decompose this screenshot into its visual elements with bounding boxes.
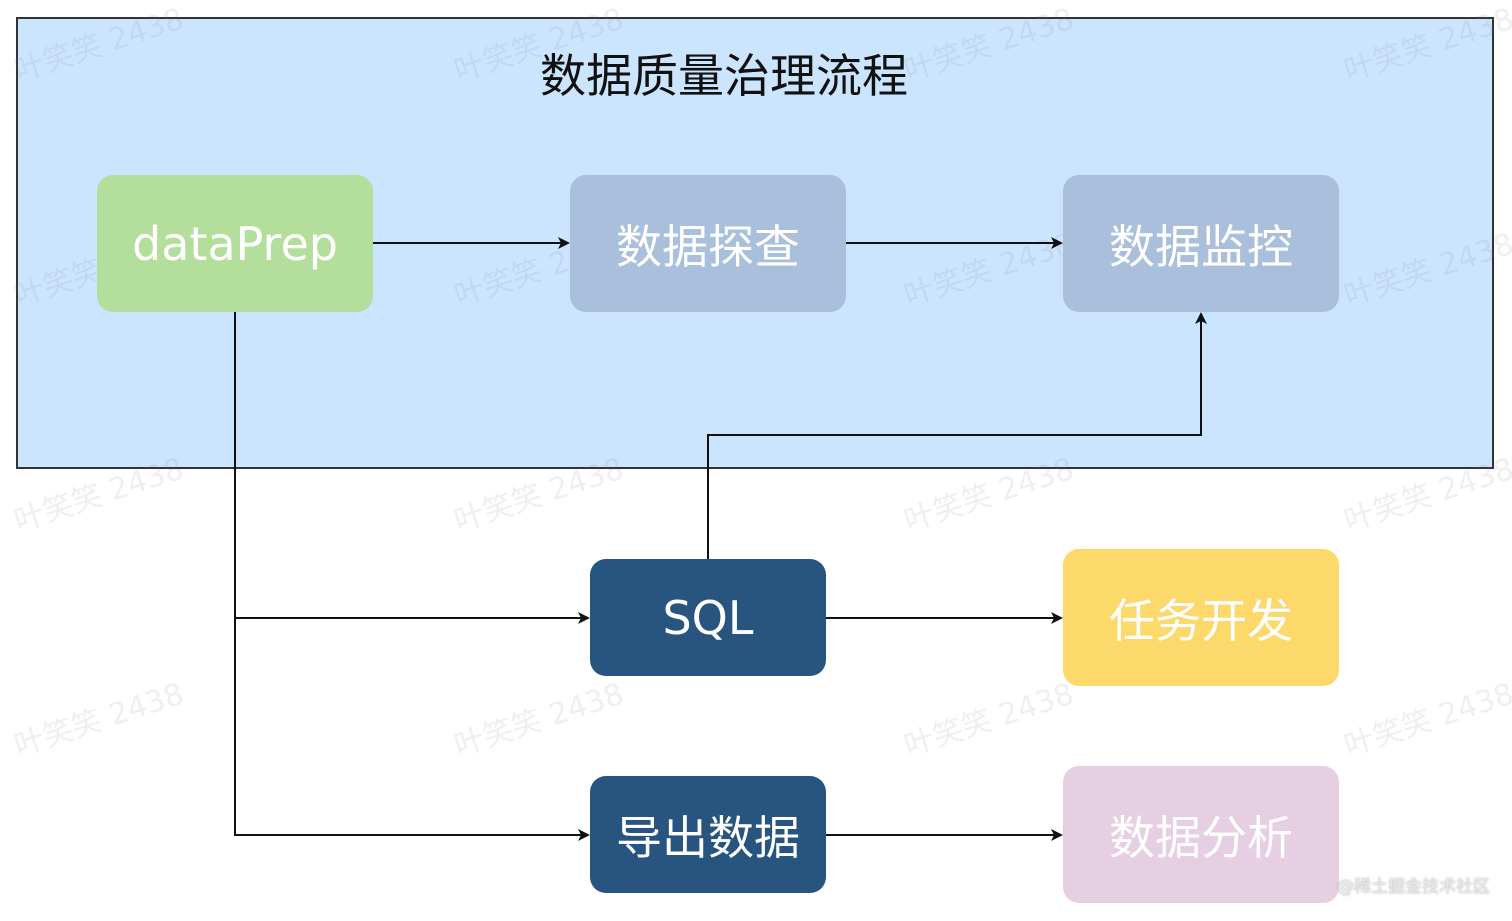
node-task-dev: 任务开发 — [1063, 549, 1339, 686]
node-dataprep-label: dataPrep — [132, 216, 338, 271]
node-data-monitor-label: 数据监控 — [1109, 219, 1293, 274]
edge-dataprep-to-export — [234, 618, 590, 841]
node-sql-label: SQL — [662, 590, 754, 645]
node-export-data: 导出数据 — [590, 776, 826, 893]
node-data-explore-label: 数据探查 — [616, 219, 800, 274]
node-sql: SQL — [590, 559, 826, 676]
node-data-monitor: 数据监控 — [1063, 175, 1339, 312]
node-data-analysis-label: 数据分析 — [1109, 810, 1293, 865]
node-data-analysis: 数据分析 — [1063, 766, 1339, 903]
node-task-dev-label: 任务开发 — [1109, 593, 1293, 648]
watermark-text: 叶笑笑 2438 — [1339, 676, 1512, 765]
node-export-data-label: 导出数据 — [616, 810, 800, 865]
watermark-text: 叶笑笑 2438 — [9, 676, 189, 765]
watermark-text: 叶笑笑 2438 — [449, 676, 629, 765]
diagram-title: 数据质量治理流程 — [540, 49, 908, 103]
node-dataprep: dataPrep — [97, 175, 373, 312]
watermark-text: 叶笑笑 2438 — [899, 676, 1079, 765]
node-data-explore: 数据探查 — [570, 175, 846, 312]
source-credit: @稀土掘金技术社区 — [1337, 877, 1490, 897]
